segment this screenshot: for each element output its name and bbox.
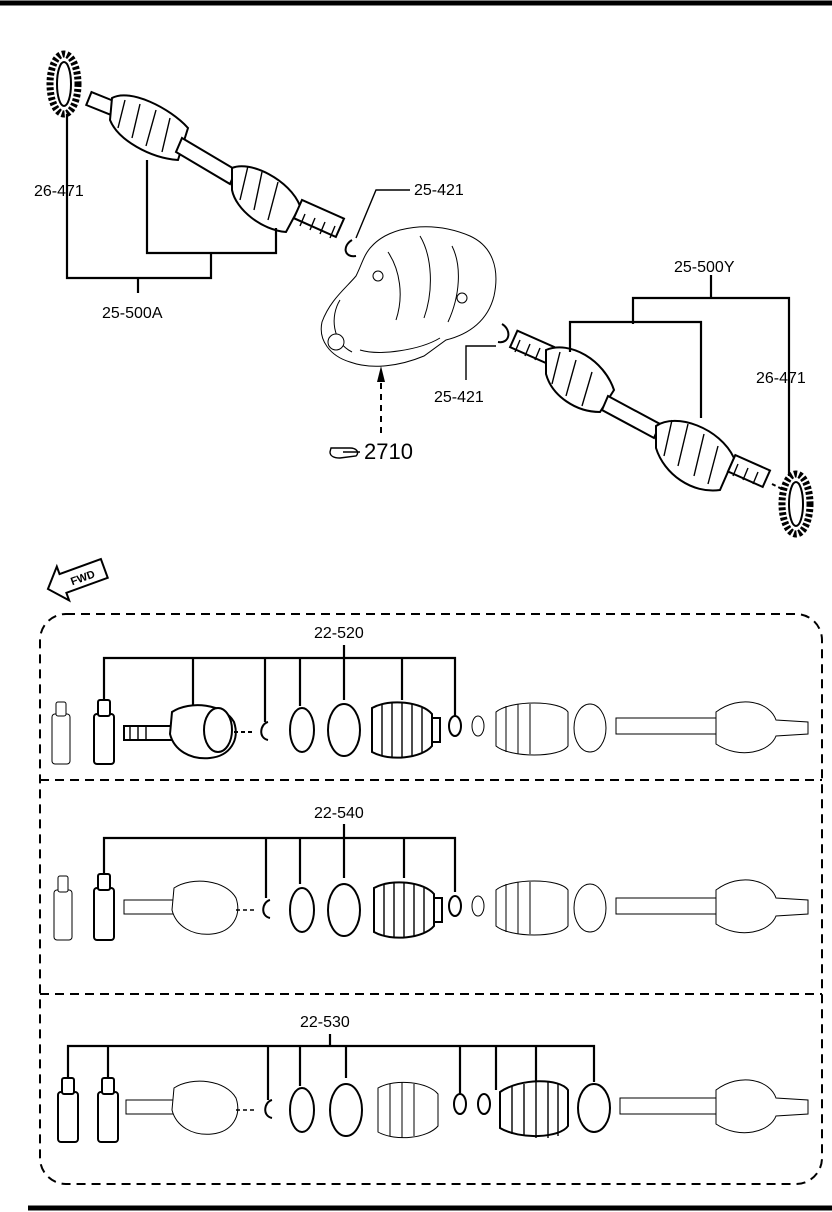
- bracket-shaft-left: [65, 114, 278, 293]
- kit-row-1: 22-520: [51, 625, 809, 765]
- grease-tube-ghost: [51, 701, 71, 765]
- abs-ring-right: [778, 470, 814, 538]
- boot: [371, 701, 441, 759]
- boot-ghost: [377, 1081, 439, 1139]
- kit-row-3: 22-530: [57, 1014, 809, 1143]
- kit-label-3: 22-530: [300, 1014, 350, 1031]
- forward-arrow-icon: FWD: [46, 557, 110, 603]
- boot-band-large: [327, 703, 361, 757]
- callout-differential-ref: 2710: [364, 439, 413, 464]
- callout-shaft-right: 25-500Y: [674, 259, 735, 276]
- grease-tube: [93, 699, 115, 765]
- inner-boot: [499, 1080, 569, 1138]
- callout-clip-upper: 25-421: [414, 182, 464, 199]
- boot-clamp: [477, 1093, 491, 1115]
- boot-band-small: [289, 887, 315, 933]
- reference-hand-icon: [329, 447, 360, 459]
- boot-clamp: [448, 895, 462, 917]
- boot-band-small: [289, 1087, 315, 1133]
- differential-leader: [377, 366, 385, 434]
- snap-clip-lower: [465, 323, 510, 380]
- outer-joint-ghost: [123, 880, 254, 935]
- grease-tube: [57, 1077, 79, 1143]
- boot-band-large: [327, 883, 361, 937]
- callout-ring-right: 26-471: [756, 370, 806, 387]
- circlip: [260, 721, 269, 741]
- differential-housing: [320, 226, 497, 367]
- grease-tube: [93, 873, 115, 941]
- callout-shaft-left: 25-500A: [102, 305, 163, 322]
- kit-label-2: 22-540: [314, 805, 364, 822]
- boot-clamp: [448, 715, 462, 737]
- boot-clamp: [453, 1093, 467, 1115]
- callout-clip-lower: 25-421: [434, 389, 484, 406]
- abs-ring-left: [46, 50, 82, 118]
- kit-panel: [39, 613, 823, 1185]
- grease-tube-ghost: [53, 875, 73, 941]
- boot: [373, 881, 443, 939]
- boot-band-inner: [577, 1083, 611, 1133]
- kit-row-2: 22-540: [53, 805, 809, 941]
- grease-tube: [97, 1077, 119, 1143]
- drive-shaft-left: [84, 90, 346, 239]
- outer-joint-ghost: [125, 1080, 254, 1135]
- kit-label-1: 22-520: [314, 625, 364, 642]
- inner-shaft-ghost: [471, 701, 809, 756]
- boot-band-small: [289, 707, 315, 753]
- bracket-shaft-right: [568, 275, 791, 476]
- callout-ring-left: 26-471: [34, 183, 84, 200]
- drive-shaft-right: [508, 329, 785, 492]
- circlip: [262, 899, 271, 919]
- outer-joint: [123, 704, 252, 760]
- inner-shaft-ghost: [619, 1079, 809, 1134]
- circlip: [264, 1099, 273, 1119]
- inner-shaft-ghost: [471, 879, 809, 936]
- boot-band-large: [329, 1083, 363, 1137]
- snap-clip-upper: [344, 189, 410, 258]
